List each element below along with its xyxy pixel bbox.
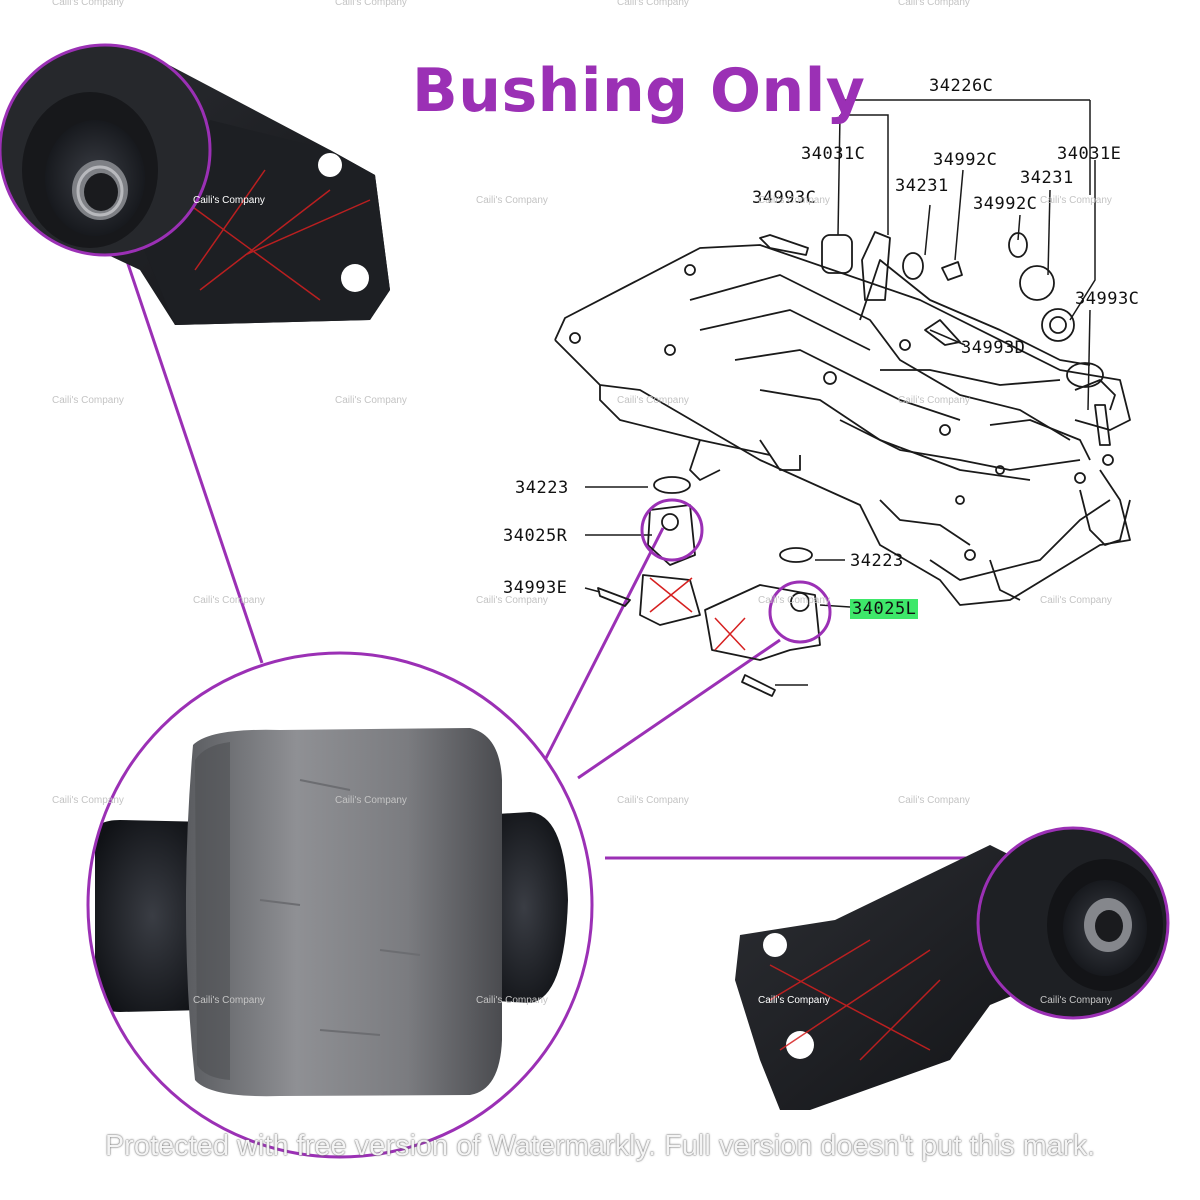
- watermark: Caili's Company: [1040, 595, 1112, 606]
- watermark: Caili's Company: [52, 795, 124, 806]
- focus-circle-bottom-right: [976, 826, 1170, 1020]
- part-label-34993D: 34993D: [961, 338, 1026, 358]
- watermark: Caili's Company: [898, 395, 970, 406]
- watermark: Caili's Company: [335, 0, 407, 8]
- part-label-34993E: 34993E: [503, 578, 568, 598]
- watermark: Caili's Company: [476, 195, 548, 206]
- watermark: Caili's Company: [52, 0, 124, 8]
- part-label-34226C: 34226C: [929, 76, 994, 96]
- watermark: Caili's Company: [335, 795, 407, 806]
- part-label-34223: 34223: [850, 551, 904, 571]
- part-label-34992C: 34992C: [973, 194, 1038, 214]
- watermark: Caili's Company: [193, 595, 265, 606]
- part-label-34223: 34223: [515, 478, 569, 498]
- crossmember-diagram: [554, 231, 1131, 697]
- bushing-closeup-large: [88, 653, 592, 1157]
- watermark: Caili's Company: [617, 395, 689, 406]
- bushing-closeup-top-left: [0, 45, 210, 255]
- watermark: Caili's Company: [335, 395, 407, 406]
- focus-circle-34025R: [640, 498, 704, 562]
- part-label-34025R: 34025R: [503, 526, 568, 546]
- part-label-34231: 34231: [1020, 168, 1074, 188]
- watermark: Caili's Company: [193, 195, 265, 206]
- watermark: Caili's Company: [476, 595, 548, 606]
- watermark: Caili's Company: [476, 995, 548, 1006]
- label-leaders: [584, 99, 1096, 686]
- watermark: Caili's Company: [898, 0, 970, 8]
- part-label-34031E: 34031E: [1057, 144, 1122, 164]
- part-label-34993C: 34993C: [1075, 289, 1140, 309]
- watermark: Caili's Company: [758, 195, 830, 206]
- part-label-34992C: 34992C: [933, 150, 998, 170]
- watermark: Caili's Company: [52, 395, 124, 406]
- watermark-banner: Protected with free version of Watermark…: [104, 1130, 1096, 1162]
- watermark: Caili's Company: [617, 0, 689, 8]
- watermark: Caili's Company: [1040, 195, 1112, 206]
- highlighted-part-number: 34025L: [850, 599, 919, 619]
- part-label-34031C: 34031C: [801, 144, 866, 164]
- focus-circle-34025L: [768, 580, 832, 644]
- watermark: Caili's Company: [617, 795, 689, 806]
- watermark: Caili's Company: [898, 795, 970, 806]
- watermark: Caili's Company: [1040, 995, 1112, 1006]
- watermark: Caili's Company: [758, 995, 830, 1006]
- focus-circle-large: [86, 651, 594, 1159]
- part-label-34993C: 34993C: [752, 188, 817, 208]
- connector-lines: [123, 254, 980, 860]
- page-title: Bushing Only: [412, 56, 866, 126]
- part-label-34231: 34231: [895, 176, 949, 196]
- watermark: Caili's Company: [758, 595, 830, 606]
- bushing-closeup-bottom-right: [978, 828, 1168, 1018]
- focus-circle-top-left: [0, 43, 212, 257]
- watermark: Caili's Company: [193, 995, 265, 1006]
- part-label-34025L: 34025L: [850, 599, 919, 619]
